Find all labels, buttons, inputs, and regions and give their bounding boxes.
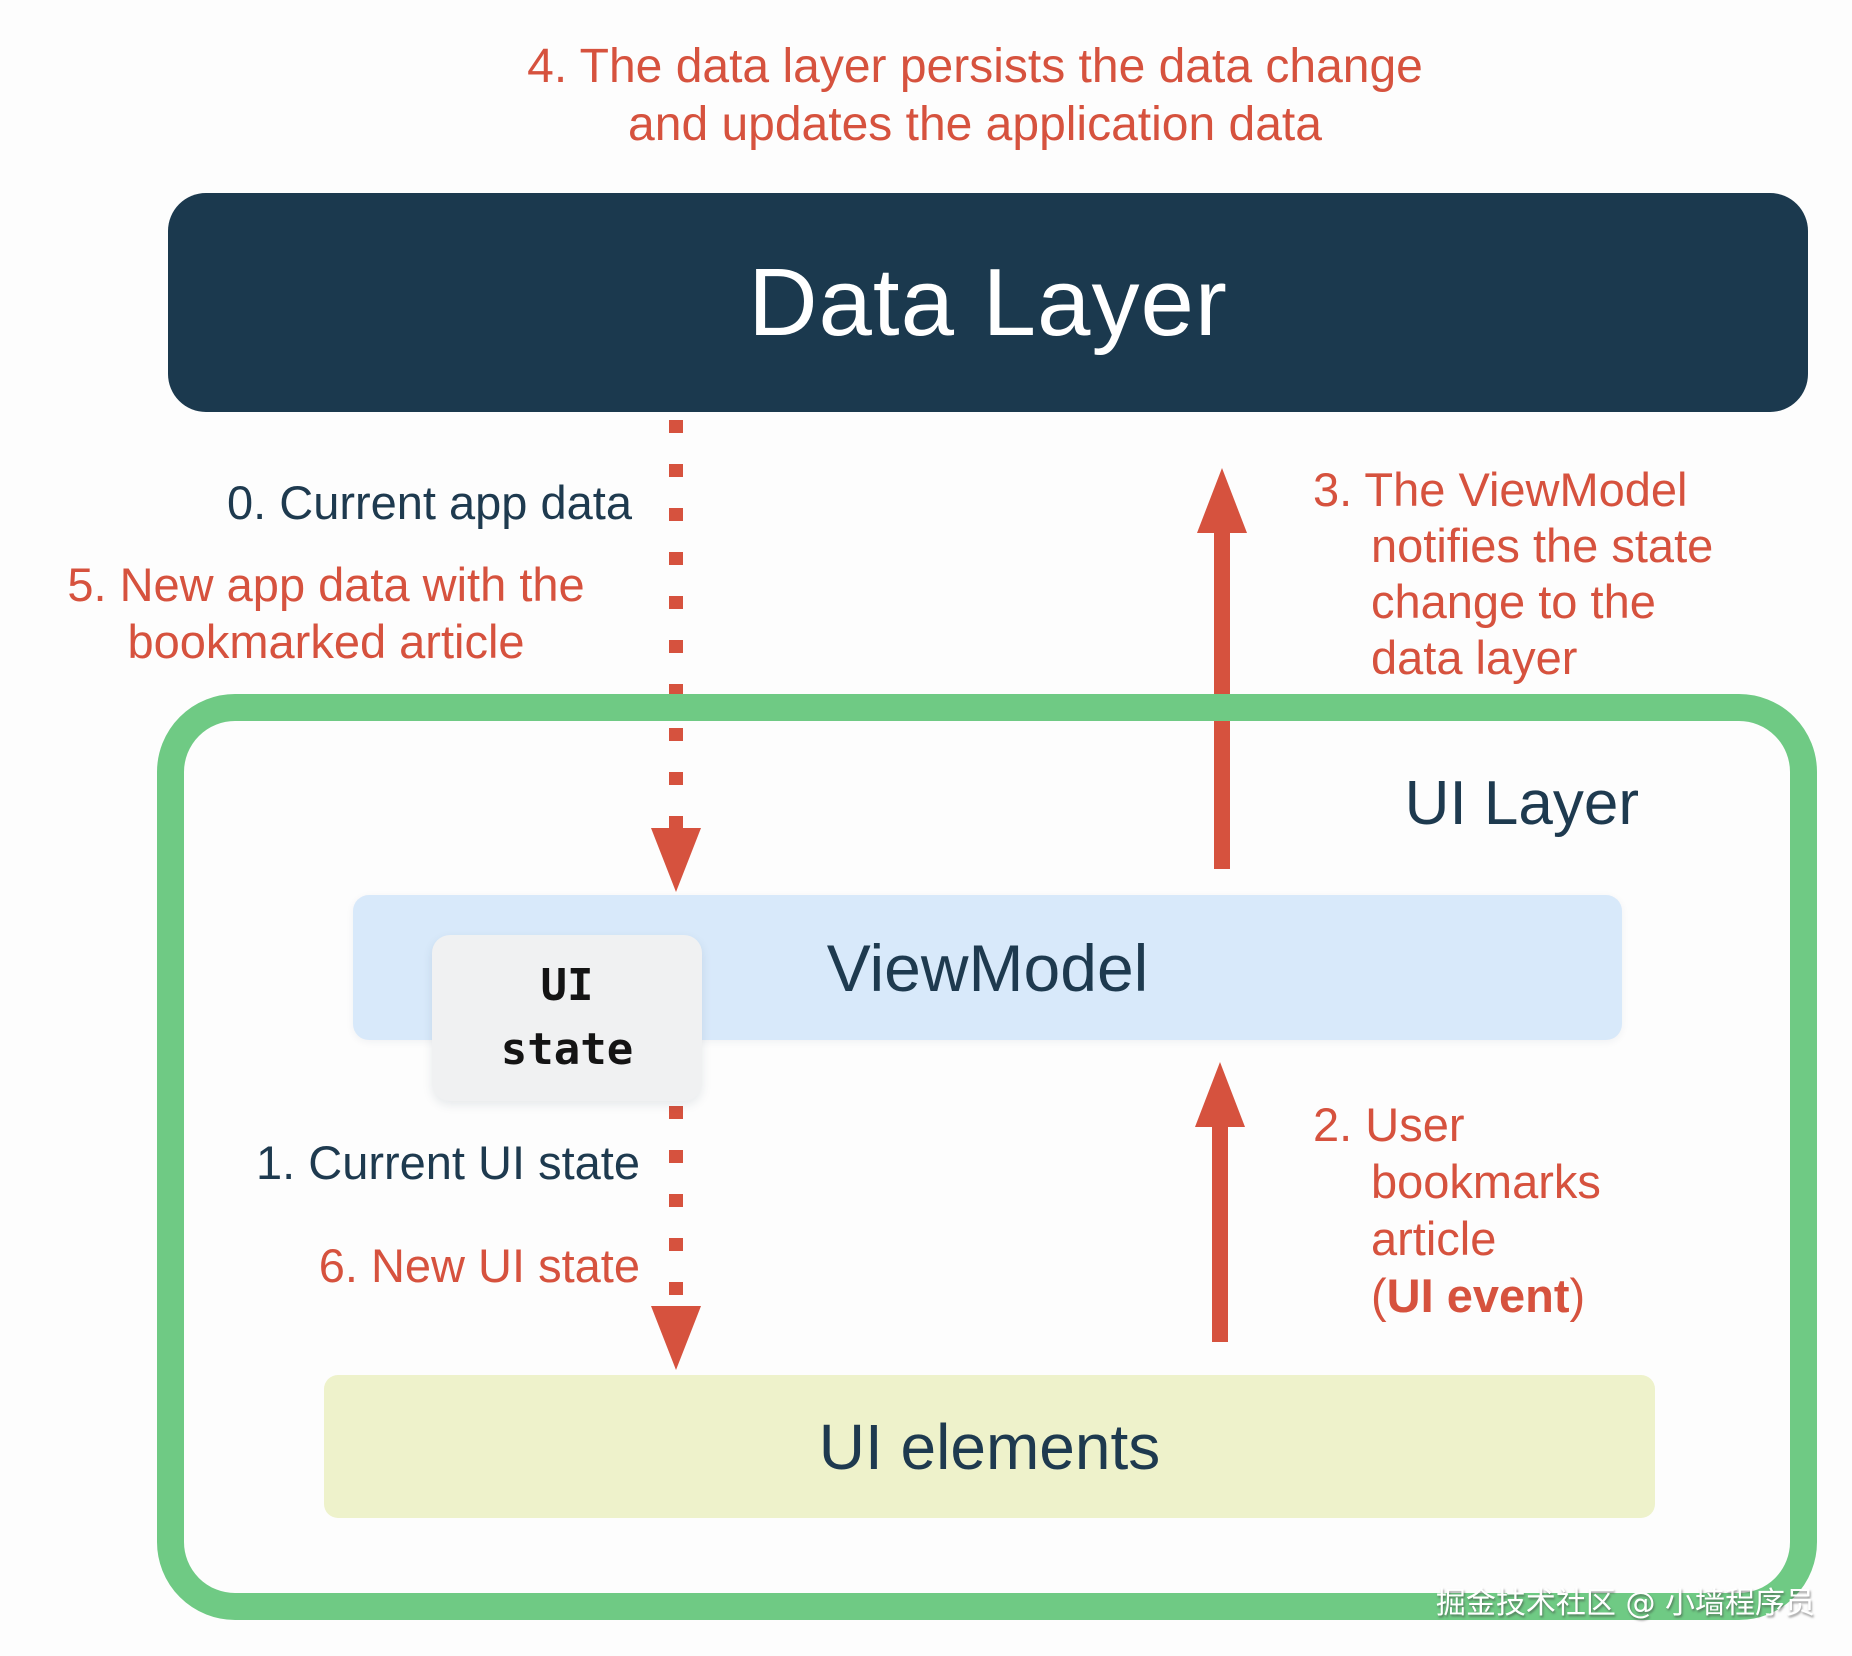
ui-elements-label: UI elements bbox=[818, 1410, 1161, 1483]
annotation-step2-line1: 2. User bbox=[1313, 1098, 1465, 1151]
ui-layer-label: UI Layer bbox=[1404, 769, 1639, 838]
ui-state-label-line2: state bbox=[500, 1024, 634, 1075]
arrow-data-to-viewmodel-arrowhead-icon bbox=[651, 828, 701, 892]
annotation-step2-ui-event: UI event bbox=[1386, 1269, 1570, 1322]
annotation-step0: 0. Current app data bbox=[227, 476, 632, 529]
annotation-step5: 5. New app data with the bookmarked arti… bbox=[20, 556, 632, 670]
annotation-step2: 2. User bookmarks article (UI event) bbox=[1313, 1096, 1793, 1324]
annotation-step5-line1: 5. New app data with the bbox=[67, 558, 585, 611]
annotation-step6: 6. New UI state bbox=[318, 1239, 640, 1292]
arrow-elements-to-viewmodel-arrowhead-icon bbox=[1195, 1062, 1245, 1127]
ui-elements-box: UI elements bbox=[324, 1375, 1655, 1518]
annotation-step2-paren-close: ) bbox=[1569, 1269, 1586, 1322]
arrow-viewmodel-to-data-arrowhead-icon bbox=[1197, 468, 1247, 533]
annotation-step3-line1: 3. The ViewModel bbox=[1313, 463, 1688, 516]
annotation-step4-line1: 4. The data layer persists the data chan… bbox=[527, 40, 1423, 93]
ui-state-chip: UI state bbox=[432, 935, 702, 1101]
annotation-step3-line4: data layer bbox=[1371, 631, 1578, 684]
annotation-step2-line4: (UI event) bbox=[1313, 1267, 1793, 1324]
arrow-state-to-elements-dotted-shaft bbox=[669, 1106, 683, 1306]
annotation-step4: 4. The data layer persists the data chan… bbox=[375, 38, 1575, 154]
watermark: 掘金技术社区 @ 小墙程序员 bbox=[1435, 1586, 1815, 1621]
ui-state-label-line1: UI bbox=[540, 960, 594, 1011]
annotation-step2-paren-open: ( bbox=[1371, 1269, 1387, 1322]
data-layer-label: Data Layer bbox=[748, 248, 1228, 356]
data-layer-box: Data Layer bbox=[168, 193, 1808, 412]
annotation-step4-line2: and updates the application data bbox=[628, 98, 1322, 151]
annotation-step5-line2: bookmarked article bbox=[127, 615, 525, 668]
arrow-elements-to-viewmodel-shaft bbox=[1212, 1122, 1228, 1342]
annotation-step3-line2: notifies the state bbox=[1371, 519, 1714, 572]
arrow-state-to-elements-arrowhead-icon bbox=[651, 1306, 701, 1370]
arrow-data-to-viewmodel-dotted-shaft bbox=[669, 420, 683, 828]
annotation-step2-line3: article bbox=[1371, 1212, 1497, 1265]
annotation-step3: 3. The ViewModel notifies the state chan… bbox=[1313, 462, 1793, 686]
annotation-step2-line2: bookmarks bbox=[1371, 1155, 1601, 1208]
annotation-step3-line3: change to the bbox=[1371, 575, 1656, 628]
annotation-step1: 1. Current UI state bbox=[256, 1136, 640, 1189]
viewmodel-label: ViewModel bbox=[826, 930, 1149, 1005]
ui-layer-box bbox=[157, 694, 1817, 1620]
